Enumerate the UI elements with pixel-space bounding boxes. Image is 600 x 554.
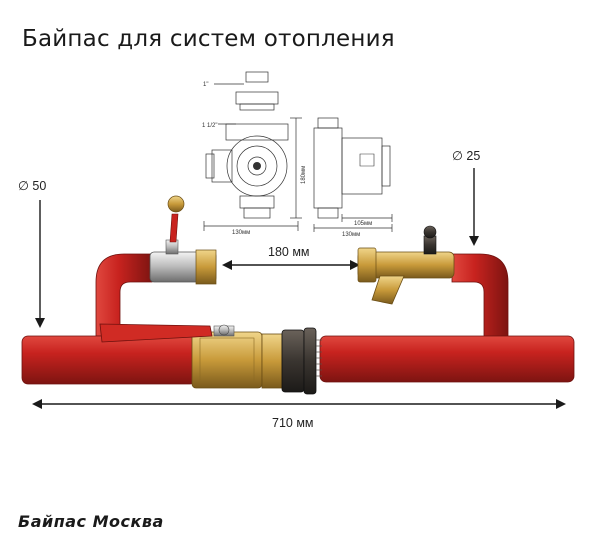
pump-width-front-label: 130мм <box>232 230 250 236</box>
total-length-label: 710 мм <box>272 416 314 430</box>
main-ball-valve <box>99 323 263 389</box>
page-title: Байпас для систем отопления <box>22 26 395 52</box>
pump-thread-body-label: 1 1/2" <box>202 123 217 129</box>
dimension-lines <box>32 168 566 409</box>
gap-length-label: 180 мм <box>268 245 310 259</box>
pump-height-label: 180мм <box>301 166 307 184</box>
pump-top-union <box>235 91 279 105</box>
bypass-ball-valve <box>149 195 217 285</box>
pump-thread-top-label: 1" <box>203 82 208 88</box>
union-fitting <box>261 327 322 395</box>
pump-top-nut <box>245 71 269 83</box>
main-pipe <box>21 335 575 385</box>
pump-width-side-a-label: 105мм <box>354 221 372 227</box>
valve-lever <box>99 323 213 343</box>
pump-drawing-detail <box>253 153 375 170</box>
main-diameter-label: ∅ 50 <box>18 179 47 193</box>
pump-drawing <box>203 71 393 232</box>
pump-width-side-b-label: 130мм <box>342 232 360 238</box>
bypass-diameter-label: ∅ 25 <box>452 149 481 163</box>
y-strainer <box>357 225 455 305</box>
brand-logo: Байпас Москва <box>18 512 164 531</box>
pump-side-flange-top <box>317 117 339 129</box>
